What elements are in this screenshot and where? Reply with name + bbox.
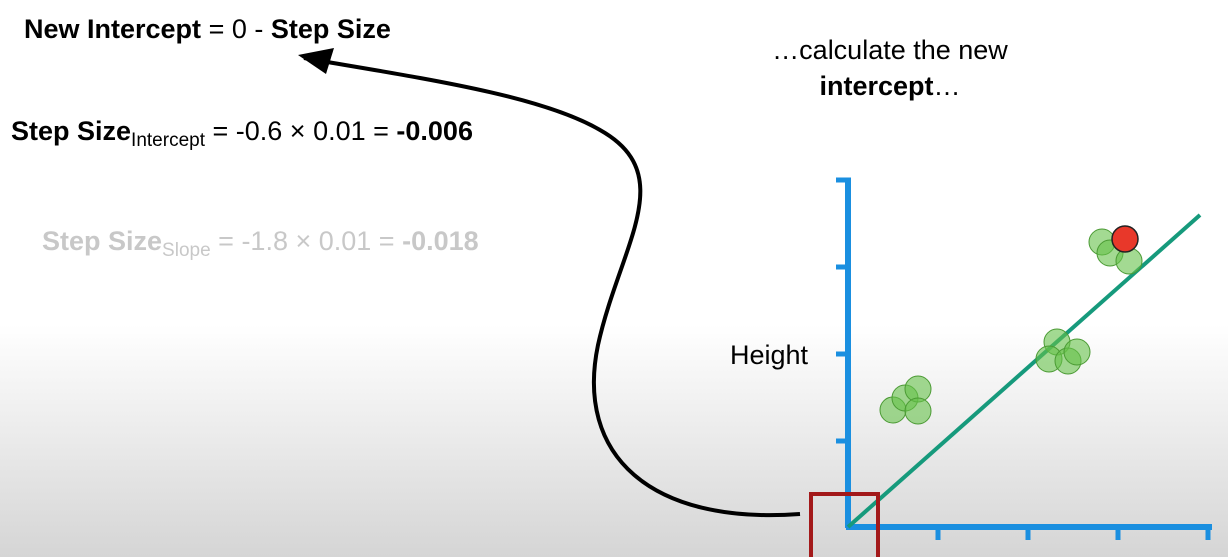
step-size-slope-expression: = -1.8 × 0.01 = xyxy=(218,226,395,256)
caption: …calculate the new intercept… xyxy=(730,32,1050,104)
fitted-line xyxy=(846,213,1202,529)
new-intercept-equation: New Intercept = 0 - Step Size xyxy=(24,16,391,43)
new-intercept-operator: = 0 - xyxy=(208,14,264,44)
step-size-intercept-label: Step Size xyxy=(11,116,132,146)
step-size-intercept-expression: = -0.6 × 0.01 = xyxy=(212,116,389,146)
step-size-slope-subscript: Slope xyxy=(162,240,211,261)
curved-arrow xyxy=(303,56,801,518)
caption-intercept-word: intercept xyxy=(819,71,934,101)
step-size-intercept-subscript: Intercept xyxy=(131,130,205,151)
data-point xyxy=(1063,338,1091,366)
caption-ellipsis: … xyxy=(933,71,961,101)
new-intercept-label: New Intercept xyxy=(24,14,202,44)
y-axis-label: Height xyxy=(730,340,809,370)
step-size-slope-result: -0.018 xyxy=(402,226,479,256)
arrow-head-icon xyxy=(298,48,334,74)
step-size-intercept-equation: Step SizeIntercept = -0.6 × 0.01 = -0.00… xyxy=(11,116,473,151)
step-size-intercept-result: -0.006 xyxy=(396,116,473,146)
caption-line-1: …calculate the new xyxy=(772,35,1008,65)
step-size-slope-equation: Step SizeSlope = -1.8 × 0.01 = -0.018 xyxy=(42,226,479,261)
new-intercept-step-size: Step Size xyxy=(270,14,391,44)
intercept-highlight-box xyxy=(809,492,880,557)
data-point xyxy=(904,397,932,425)
data-point-highlighted xyxy=(1111,225,1139,253)
caption-line-2: intercept… xyxy=(730,68,1050,104)
step-size-slope-label: Step Size xyxy=(42,226,163,256)
